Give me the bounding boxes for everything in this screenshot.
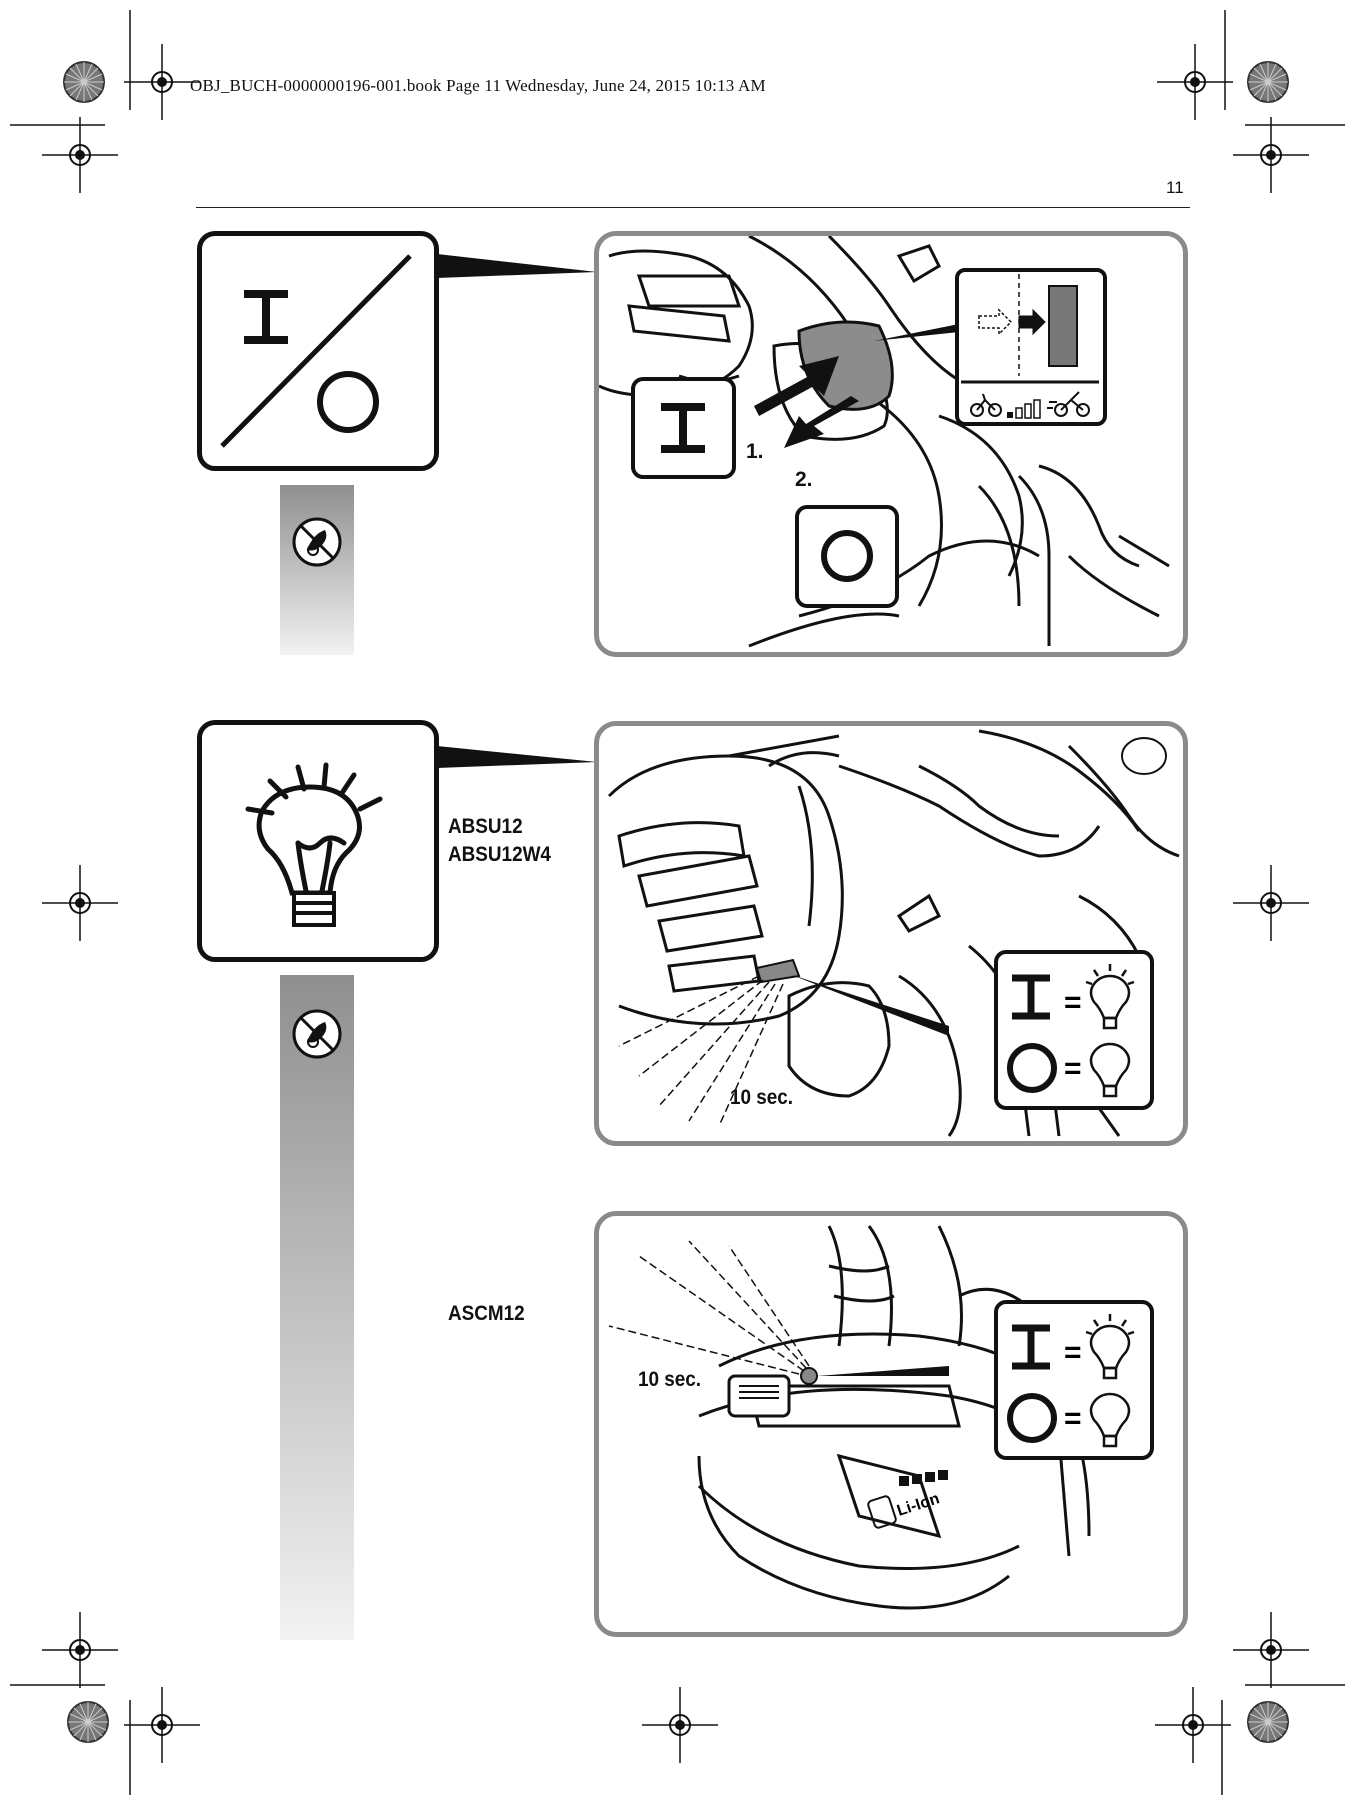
page-number: 11 — [1166, 178, 1184, 197]
on-symbol-icon — [244, 290, 288, 344]
bulb-on-icon — [1085, 1314, 1135, 1380]
light-legend-bottom: = = — [994, 1300, 1154, 1460]
off-symbol-icon — [1007, 1393, 1057, 1443]
release-arrow — [784, 396, 859, 448]
model-list-top: ABSU12 ABSU12W4 — [448, 813, 551, 869]
bulb-on-icon — [1085, 964, 1135, 1030]
slash-line — [220, 254, 412, 448]
bulb-off-icon — [1089, 1042, 1131, 1098]
callout-pointer-1 — [437, 254, 597, 278]
header-book-info: OBJ_BUCH-0000000196-001.book Page 11 Wed… — [190, 76, 766, 95]
on-position-box — [631, 377, 736, 479]
model-absu12w4: ABSU12W4 — [448, 843, 551, 866]
light-duration-bottom: 10 sec. — [638, 1368, 702, 1391]
svg-text:=: = — [1064, 1402, 1082, 1435]
off-position-box — [795, 505, 899, 608]
off-symbol-icon — [317, 371, 379, 433]
side-strip-1 — [280, 485, 354, 655]
on-off-symbol-box — [197, 231, 439, 471]
svg-text:=: = — [1064, 986, 1082, 1019]
bulb-outline — [256, 784, 362, 896]
model-list-bottom: ASCM12 — [448, 1300, 525, 1328]
callout-pointer-2 — [437, 746, 597, 768]
press-arrow — [754, 356, 839, 416]
battery-type-label: Li-Ion — [895, 1490, 942, 1520]
bulb-off-icon — [1089, 1392, 1131, 1448]
work-light-symbol-box — [197, 720, 439, 962]
model-ascm12: ASCM12 — [448, 1302, 525, 1325]
led-lamp — [755, 958, 801, 984]
step-1-label: 1. — [746, 440, 764, 463]
model-absu12: ABSU12 — [448, 815, 523, 838]
step-2-label: 2. — [795, 468, 813, 491]
header-rule — [196, 207, 1190, 208]
no-hand-guard-icon — [292, 517, 342, 567]
svg-text:=: = — [1064, 1052, 1082, 1085]
side-strip-2 — [280, 975, 354, 1640]
light-legend-top: = = — [994, 950, 1154, 1110]
svg-text:=: = — [1064, 1336, 1082, 1369]
light-duration-top: 10 sec. — [730, 1086, 794, 1109]
speed-inset — [955, 268, 1107, 426]
off-symbol-icon — [1007, 1043, 1057, 1093]
no-hand-guard-icon — [292, 1009, 342, 1059]
